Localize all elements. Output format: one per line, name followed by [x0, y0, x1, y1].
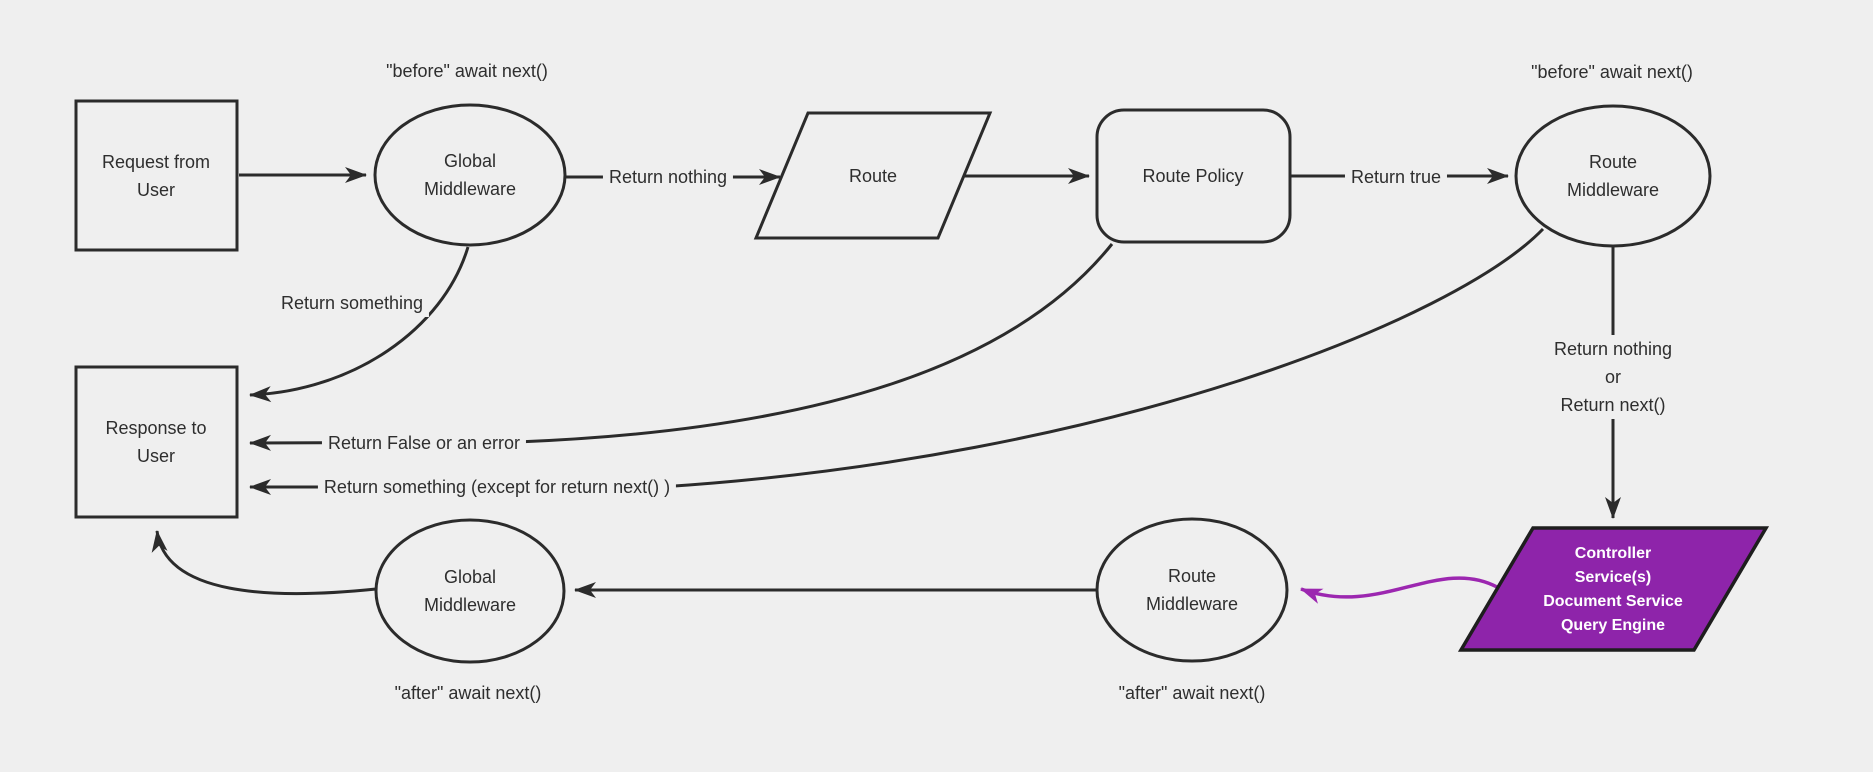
route-policy-label: Route Policy	[1142, 166, 1244, 186]
route-middleware-bottom-label: Route Middleware	[1145, 566, 1239, 614]
route-policy-node	[1095, 108, 1292, 244]
return-something-except-label: Return something (except for return next…	[317, 473, 677, 501]
global-middleware-top-node	[373, 103, 567, 247]
controller-services-node	[1457, 526, 1770, 652]
global-middleware-top-label: Global Middleware	[423, 151, 517, 199]
before-await-next-route-label: "before" await next()	[1531, 62, 1693, 82]
global-middleware-bottom-node	[374, 518, 566, 664]
after-await-next-route-label: "after" await next()	[1118, 683, 1266, 703]
before-await-next-global-label: "before" await next()	[386, 61, 548, 81]
return-true-label: Return true	[1344, 163, 1448, 191]
return-nothing-or-next-label: Return nothing or Return next()	[1547, 335, 1679, 419]
return-false-or-error-label: Return False or an error	[321, 429, 527, 457]
return-nothing-label: Return nothing	[602, 163, 734, 191]
route-node	[753, 111, 993, 240]
edge-route-middleware-to-response	[249, 227, 1545, 495]
controller-services-label: Controller Service(s) Document Service Q…	[1543, 545, 1683, 634]
route-middleware-bottom-node	[1095, 517, 1289, 663]
response-to-user-label: Response to User	[105, 418, 207, 466]
route-label: Route	[848, 166, 898, 186]
return-something-label: Return something	[274, 289, 430, 317]
request-from-user-label: Request from User	[101, 152, 211, 200]
route-middleware-top-label: Route Middleware	[1566, 152, 1660, 200]
after-await-next-global-label: "after" await next()	[394, 683, 542, 703]
edge-controller-to-route-middleware-bottom	[1300, 576, 1498, 604]
edge-global-middleware-to-response	[249, 246, 470, 403]
edge-route-policy-to-response	[249, 243, 1114, 451]
response-to-user-node	[74, 365, 239, 519]
request-from-user-node	[74, 99, 239, 252]
edge-global-middleware-bottom-to-response	[151, 530, 377, 596]
route-middleware-top-node	[1514, 104, 1712, 248]
global-middleware-bottom-label: Global Middleware	[423, 567, 517, 615]
